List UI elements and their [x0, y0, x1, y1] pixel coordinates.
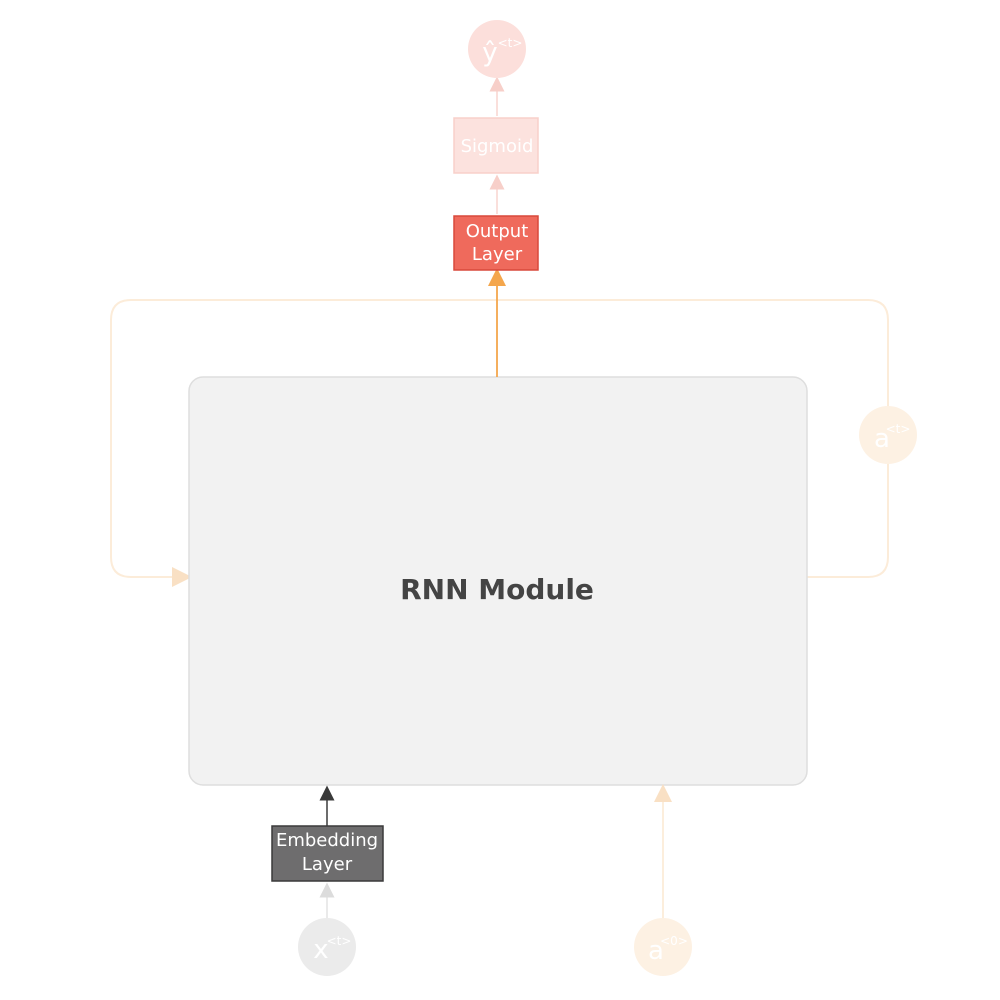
x-t-node-sup: <t>: [327, 934, 352, 948]
rnn-module-label: RNN Module: [400, 573, 594, 606]
y-hat-node-base: ŷ: [482, 38, 497, 68]
output-layer-line2: Layer: [472, 244, 523, 265]
a-t-node-sup: <t>: [886, 422, 911, 436]
embedding-layer-line2: Layer: [302, 854, 353, 875]
recurrent-loop-connector: [110, 299, 889, 587]
output-layer-line1: Output: [466, 221, 529, 242]
y-hat-node-sup: <t>: [498, 36, 523, 50]
a-t-node: a <t>: [859, 406, 917, 464]
rnn-module-box: [188, 376, 808, 786]
output-layer-box: [453, 215, 539, 271]
embedding-layer-line1: Embedding: [276, 830, 378, 851]
a-0-node: a <0>: [634, 918, 692, 976]
a-0-node-base: a: [648, 936, 664, 966]
a-0-node-sup: <0>: [660, 934, 688, 948]
sigmoid-label: Sigmoid: [461, 136, 534, 157]
a-t-node-base: a: [874, 424, 890, 454]
y-hat-node: ŷ <t>: [468, 20, 526, 78]
sigmoid-box: [453, 117, 539, 174]
x-t-node: x <t>: [298, 918, 356, 976]
embedding-layer-box: [271, 825, 384, 882]
x-t-node-base: x: [313, 935, 328, 965]
